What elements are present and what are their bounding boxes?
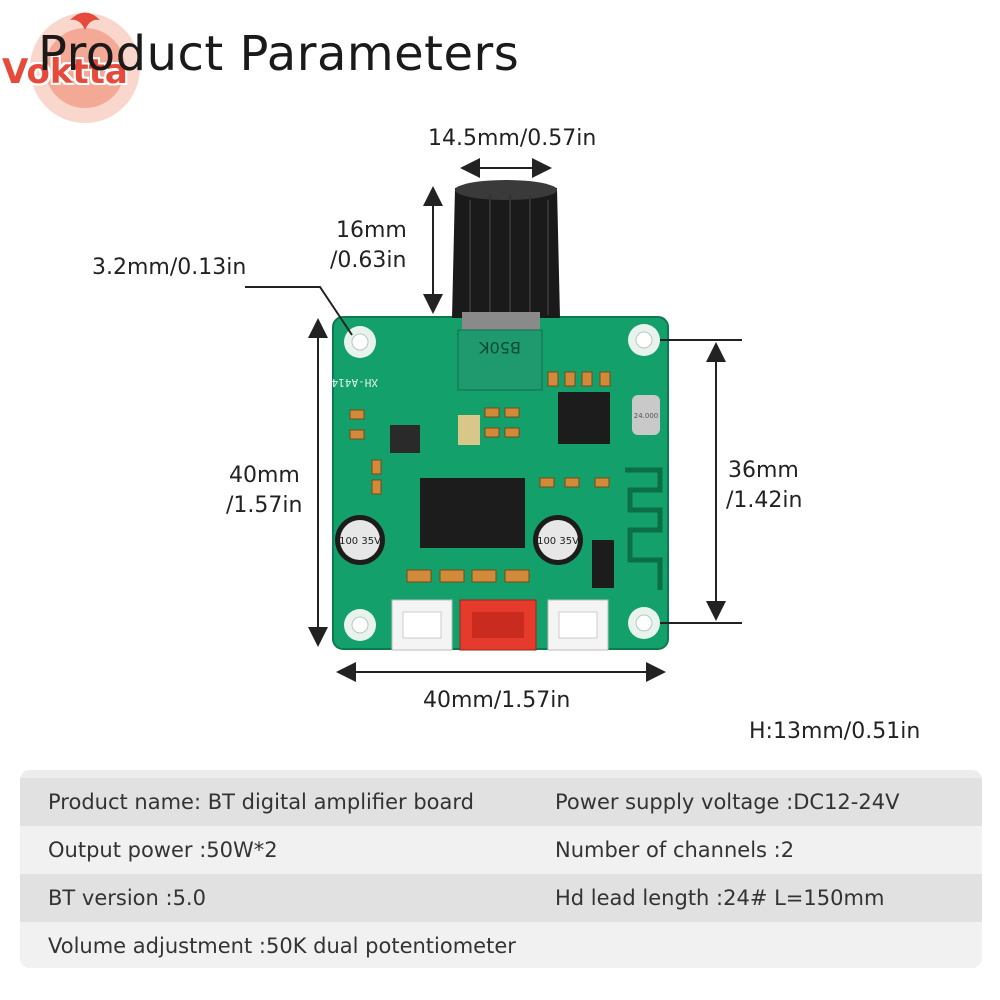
brand-name: Voktta xyxy=(2,52,128,92)
crystal xyxy=(632,395,660,435)
brand-logo: Voktta xyxy=(0,0,170,135)
table-row: Product name: BT digital amplifier board… xyxy=(20,778,982,826)
regulator-chip xyxy=(390,425,420,453)
board-model-label: XH-A414 xyxy=(331,376,378,389)
svg-text:100 35V: 100 35V xyxy=(537,536,579,547)
speaker-connector-left xyxy=(391,599,453,651)
board-width-label: 40mm/1.57in xyxy=(423,688,571,713)
capacitor-right: 100 35V xyxy=(533,515,583,565)
bt-chip xyxy=(558,392,610,444)
spec-cell: Number of channels :2 xyxy=(555,838,795,862)
spec-cell: Output power :50W*2 xyxy=(48,838,278,862)
capacitor-left: 100 35V xyxy=(335,515,385,565)
spec-cell: Power supply voltage :DC12-24V xyxy=(555,790,900,814)
diode xyxy=(592,540,614,588)
table-row: BT version :5.0 Hd lead length :24# L=15… xyxy=(20,874,982,922)
knob-height-label-2: /0.63in xyxy=(330,248,407,273)
board-diagram: B50K XH-A414 24.000 100 35V 100 35V xyxy=(245,158,742,682)
speaker-connector-right xyxy=(547,599,609,651)
board-height-label-1: 40mm xyxy=(229,463,300,488)
amplifier-chip xyxy=(420,478,525,548)
thickness-label: H:13mm/0.51in xyxy=(749,719,921,744)
svg-text:100 35V: 100 35V xyxy=(339,536,381,547)
knob-width-label: 14.5mm/0.57in xyxy=(428,126,597,151)
mounting-hole-br xyxy=(628,607,660,639)
bt-antenna-trace xyxy=(625,467,663,590)
smd-components xyxy=(349,371,611,583)
hole-leader-line xyxy=(245,286,353,336)
mounting-hole-tr xyxy=(628,324,660,356)
spec-cell: Product name: BT digital amplifier board xyxy=(48,790,474,814)
board-height-label-2: /1.57in xyxy=(226,493,303,518)
hole-diameter-label: 3.2mm/0.13in xyxy=(92,255,247,280)
spec-cell: Hd lead length :24# L=150mm xyxy=(555,886,885,910)
page-title: Product Parameters xyxy=(38,26,520,82)
spec-cell: BT version :5.0 xyxy=(48,886,206,910)
specs-table: Product name: BT digital amplifier board… xyxy=(20,770,982,968)
potentiometer-shaft xyxy=(462,312,540,332)
mounting-hole-bl xyxy=(344,609,376,641)
hole-spacing-label-1: 36mm xyxy=(728,458,799,483)
inductor xyxy=(458,415,480,445)
table-row: Output power :50W*2 Number of channels :… xyxy=(20,826,982,874)
power-connector xyxy=(459,599,537,651)
knob-height-label-1: 16mm xyxy=(336,218,407,243)
potentiometer-body xyxy=(457,329,543,391)
table-row: Volume adjustment :50K dual potentiomete… xyxy=(20,922,982,968)
potentiometer-label: B50K xyxy=(479,338,521,357)
hole-spacing-label-2: /1.42in xyxy=(726,488,803,513)
spec-cell: Volume adjustment :50K dual potentiomete… xyxy=(48,934,516,958)
logo-emblem xyxy=(30,12,140,123)
volume-knob xyxy=(452,180,560,318)
crystal-label: 24.000 xyxy=(634,412,659,420)
